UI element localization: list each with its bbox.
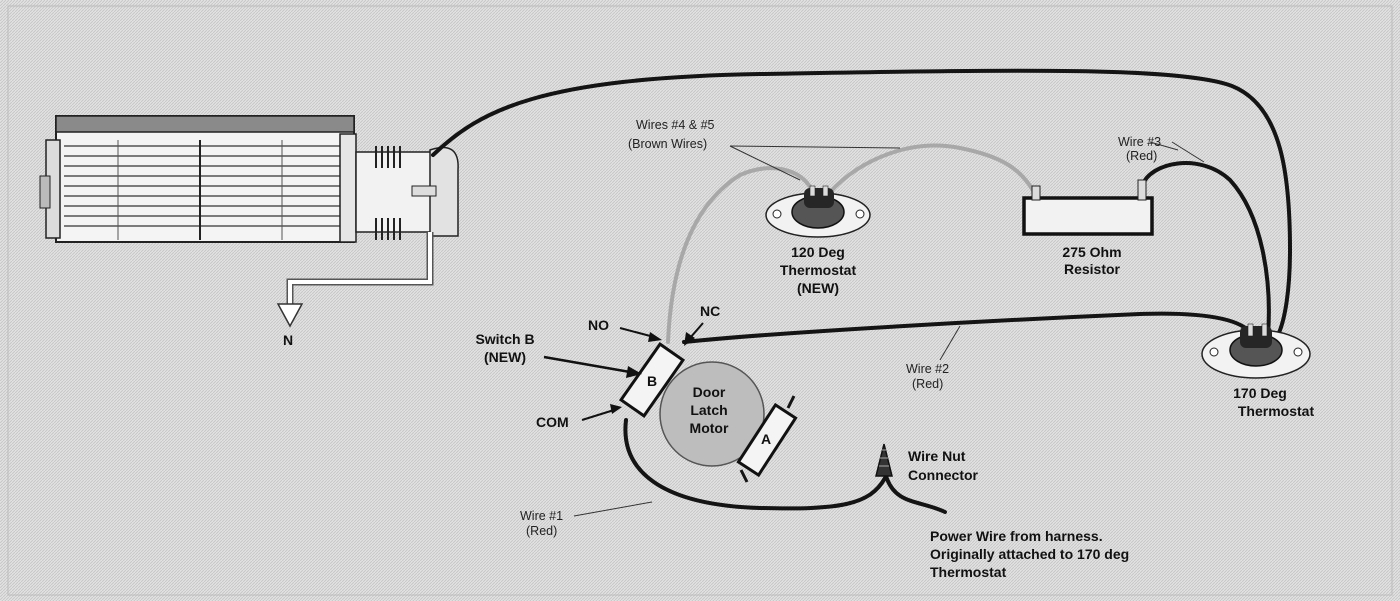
no-terminal-label: NO xyxy=(588,317,609,333)
wire1-label-line2: (Red) xyxy=(526,524,557,538)
wire-2 xyxy=(682,311,1254,344)
door-motor-label-line3: Motor xyxy=(690,420,729,436)
door-motor-label-line1: Door xyxy=(693,384,726,400)
diagram-border xyxy=(7,5,1393,596)
switch-a: A xyxy=(736,402,798,478)
wire-1 xyxy=(623,418,887,511)
wire-3 xyxy=(1140,161,1271,337)
therm170-label-line1: 170 Deg xyxy=(1233,385,1287,401)
switch-b: B xyxy=(618,342,686,418)
therm170-label-line2: Thermostat xyxy=(1238,403,1315,419)
wire2-label-line1: Wire #2 xyxy=(906,362,949,376)
power-wire-label-line3: Thermostat xyxy=(930,564,1007,580)
neutral-label: N xyxy=(283,332,293,348)
switchb-label-line1: Switch B xyxy=(475,331,534,347)
wirenut-label-line2: Connector xyxy=(908,467,979,483)
wire-nut-connector xyxy=(875,443,893,477)
blower-fan xyxy=(39,115,459,243)
power-wire xyxy=(884,474,947,514)
leader-lines xyxy=(573,141,1205,517)
wire3-label-line1: Wire #3 xyxy=(1118,135,1161,149)
power-wire-label-line1: Power Wire from harness. xyxy=(930,528,1103,544)
resistor-275-ohm xyxy=(1022,179,1154,236)
neutral-arrow xyxy=(276,303,304,328)
wire2-label-line2: (Red) xyxy=(912,377,943,391)
wire-5 xyxy=(828,143,1038,198)
wire1-label-line1: Wire #1 xyxy=(520,509,563,523)
therm120-label-line3: (NEW) xyxy=(797,280,839,296)
wire-4 xyxy=(666,166,814,344)
wires45-label-line2: (Brown Wires) xyxy=(628,137,707,151)
switch-a-letter: A xyxy=(761,431,771,447)
door-latch-motor xyxy=(659,361,765,467)
therm120-label-line1: 120 Deg xyxy=(791,244,845,260)
therm120-label-line2: Thermostat xyxy=(780,262,857,278)
switch-b-letter: B xyxy=(647,373,657,389)
resistor-label-line1: 275 Ohm xyxy=(1062,244,1121,260)
thermostat-120 xyxy=(765,185,871,238)
door-motor-label-line2: Latch xyxy=(690,402,727,418)
pointer-arrows xyxy=(543,322,704,421)
com-terminal-label: COM xyxy=(536,414,569,430)
resistor-label-line2: Resistor xyxy=(1064,261,1121,277)
wirenut-label-line1: Wire Nut xyxy=(908,448,966,464)
switchb-label-line2: (NEW) xyxy=(484,349,526,365)
wire3-label-line2: (Red) xyxy=(1126,149,1157,163)
power-wire-label-line2: Originally attached to 170 deg xyxy=(930,546,1129,562)
wires45-label-line1: Wires #4 & #5 xyxy=(636,118,715,132)
nc-terminal-label: NC xyxy=(700,303,720,319)
wire-fan-to-170 xyxy=(431,68,1293,337)
thermostat-170 xyxy=(1201,323,1311,379)
